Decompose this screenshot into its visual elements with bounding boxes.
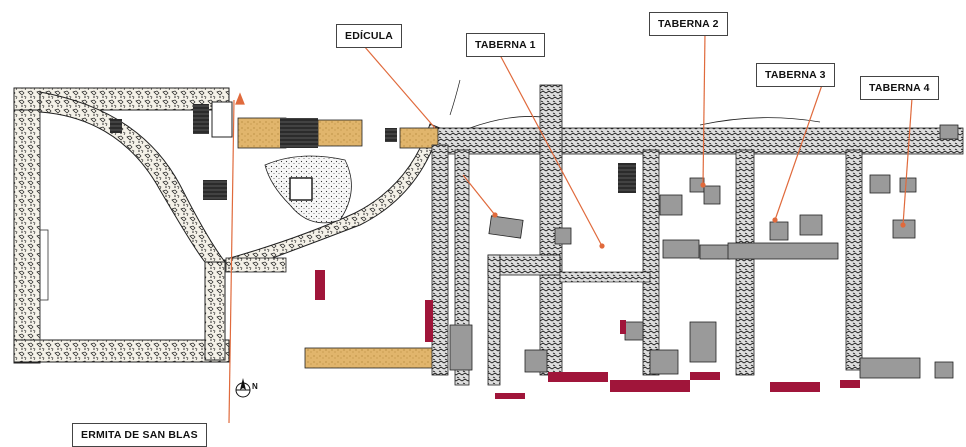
central-dotted-feature — [264, 79, 461, 224]
north-letter: N — [252, 382, 258, 391]
tabernae-partition-walls — [431, 84, 863, 386]
north-arrow-icon — [235, 378, 251, 398]
tabernae-front-wall — [437, 116, 964, 155]
label-taberna-2: TABERNA 2 — [649, 12, 728, 36]
red-remains — [315, 270, 860, 399]
label-taberna-3: TABERNA 3 — [756, 63, 835, 87]
gray-ashlar-blocks — [449, 124, 959, 379]
label-edicula: EDÍCULA — [336, 24, 403, 48]
label-taberna-1: TABERNA 1 — [466, 33, 545, 57]
curved-apse-wall — [39, 91, 441, 273]
dark-ashlar-blocks — [110, 101, 636, 200]
label-ermita-de-san-blas: ERMITA DE SAN BLAS — [72, 423, 207, 447]
label-taberna-4: TABERNA 4 — [860, 76, 939, 100]
label-pointer-lines — [228, 32, 913, 424]
ochre-wall-segments — [237, 117, 441, 369]
